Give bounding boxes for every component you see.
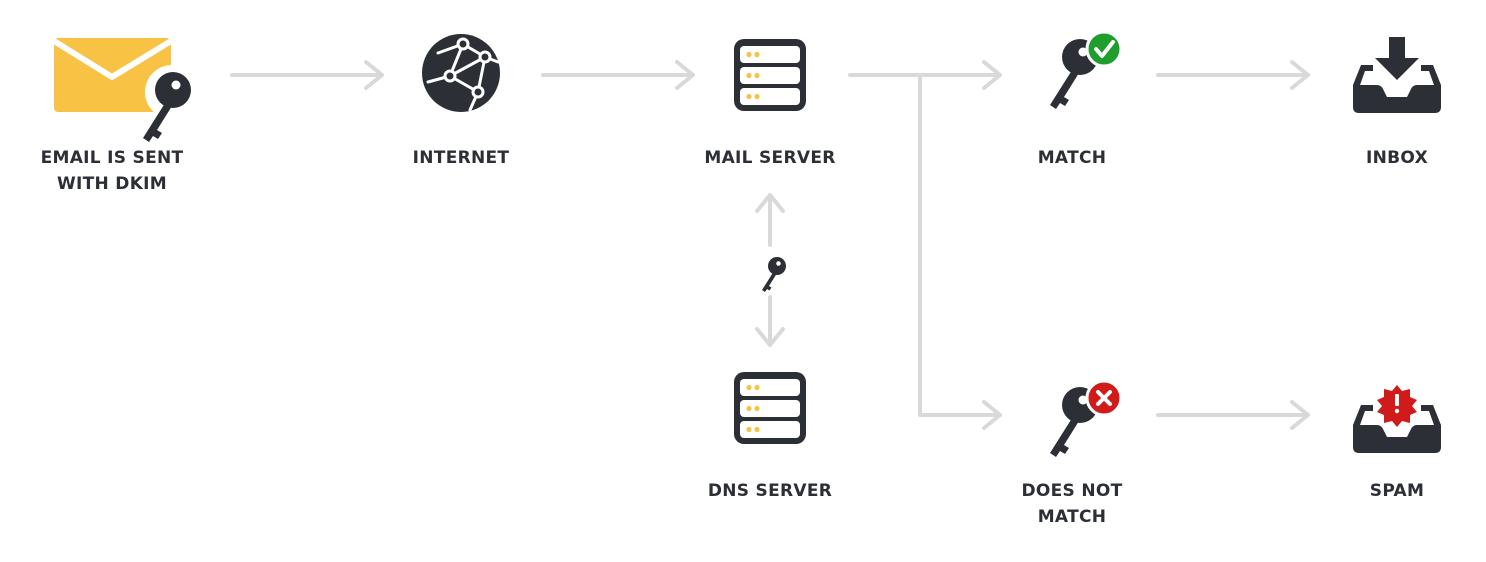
globe-network-icon	[422, 34, 500, 112]
inbox-label: INBOX	[1366, 148, 1428, 168]
mail-server-node: MAIL SERVER	[704, 39, 835, 168]
no-match-label-line1: DOES NOT	[1021, 481, 1122, 501]
inbox-node: INBOX	[1353, 37, 1441, 168]
match-label: MATCH	[1038, 148, 1107, 168]
dns-server-node: DNS SERVER	[708, 372, 832, 501]
server-icon	[734, 39, 806, 111]
spam-label: SPAM	[1370, 481, 1424, 501]
internet-label: INTERNET	[413, 148, 510, 168]
email-node: EMAIL IS SENT WITH DKIM	[41, 38, 199, 194]
spam-node: SPAM	[1353, 385, 1441, 501]
inbox-download-icon	[1353, 37, 1441, 113]
key-cross-icon	[1050, 379, 1123, 457]
key-check-icon	[1050, 30, 1123, 109]
arrow-email-to-internet	[230, 60, 384, 90]
does-not-match-node: DOES NOT MATCH	[1021, 379, 1123, 527]
envelope-key-icon	[52, 38, 199, 142]
internet-node: INTERNET	[413, 34, 510, 168]
no-match-label-line2: MATCH	[1038, 507, 1107, 527]
email-label-line1: EMAIL IS SENT	[41, 148, 184, 168]
dns-server-label: DNS SERVER	[708, 481, 832, 501]
server-icon	[734, 372, 806, 444]
arrow-internet-to-mail-server	[541, 60, 695, 90]
arrow-mail-server-to-match	[848, 60, 1002, 90]
match-node: MATCH	[1038, 30, 1123, 168]
arrow-branch-to-does-not-match	[918, 73, 1002, 430]
mail-server-label: MAIL SERVER	[704, 148, 835, 168]
inbox-alert-icon	[1353, 385, 1441, 453]
arrow-match-to-inbox	[1156, 60, 1310, 90]
arrow-no-match-to-spam	[1156, 400, 1310, 430]
email-label-line2: WITH DKIM	[57, 174, 167, 194]
arrow-mail-server-dns-lookup	[755, 193, 785, 347]
dns-key-icon	[762, 257, 786, 292]
